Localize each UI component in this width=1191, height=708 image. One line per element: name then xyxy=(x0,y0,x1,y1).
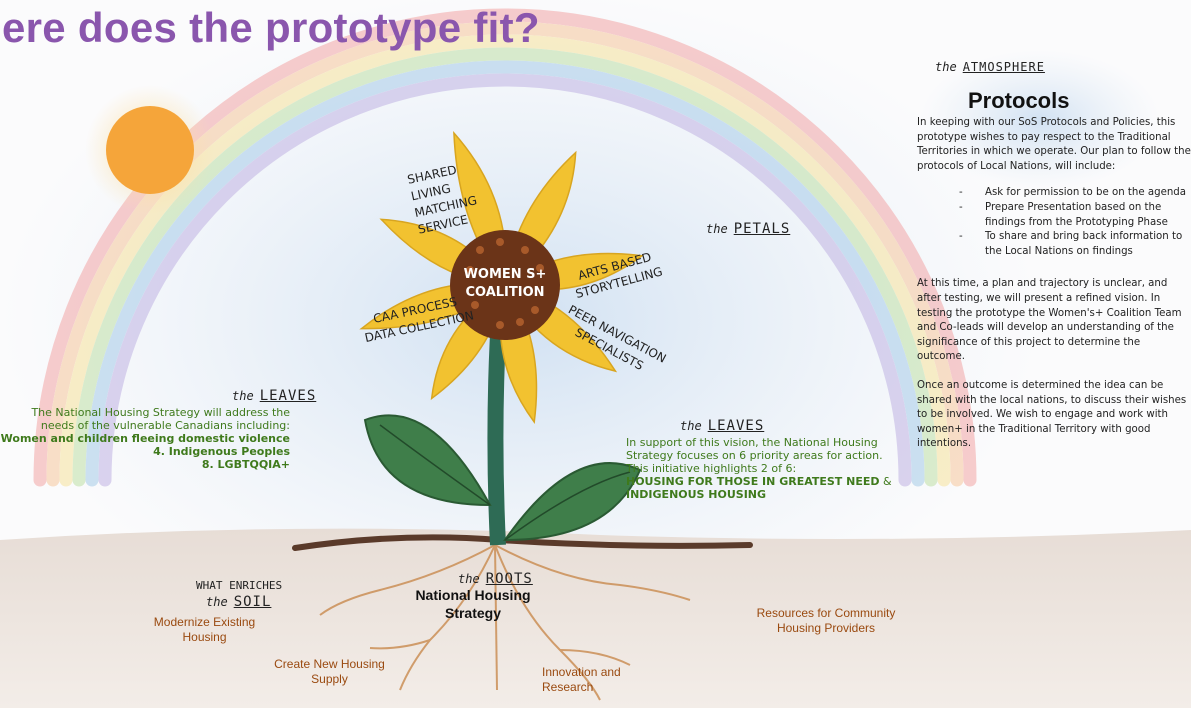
roots-title-line2: Strategy xyxy=(444,605,502,621)
leaves-left-text-block: The National Housing Strategy will addre… xyxy=(0,406,290,471)
soil-heading: WHAT ENRICHES the SOIL xyxy=(196,578,282,611)
leaves-right-heading-text: LEAVES xyxy=(707,418,765,434)
roots-title-line1: National Housing xyxy=(415,587,531,603)
atmosphere-heading-text: ATMOSPHERE xyxy=(962,60,1045,74)
protocols-body: In keeping with our SoS Protocols and Po… xyxy=(917,116,1191,452)
atmosphere-the: the xyxy=(935,60,957,74)
soil-the: the xyxy=(206,595,228,609)
leaves-right-bold1: HOUSING FOR THOSE IN GREATEST NEED xyxy=(626,475,880,488)
leaves-right-bold-line: HOUSING FOR THOSE IN GREATEST NEED & IND… xyxy=(626,475,892,501)
leaves-left-heading: the LEAVES xyxy=(232,385,316,404)
page-title: ere does the prototype fit? xyxy=(2,4,540,51)
soil-what: WHAT ENRICHES xyxy=(196,579,283,592)
roots-heading: the ROOTS xyxy=(458,568,533,587)
leaves-right-heading: the LEAVES xyxy=(680,415,764,434)
plant-leaves xyxy=(363,414,642,542)
leaves-left-bold2: 4. Indigenous Peoples xyxy=(153,445,290,458)
protocols-intro: In keeping with our SoS Protocols and Po… xyxy=(917,117,1191,172)
atmosphere-heading: the ATMOSPHERE xyxy=(935,56,1045,75)
roots-title: National Housing Strategy xyxy=(394,586,552,622)
rainbow xyxy=(33,8,977,487)
leaves-left-text: The National Housing Strategy will addre… xyxy=(31,406,290,432)
soil-heading-text: SOIL xyxy=(233,594,272,610)
center-line2: COALITION xyxy=(465,285,545,300)
protocols-list: Ask for permission to be on the agenda P… xyxy=(917,186,1191,259)
leaves-right-amp: & xyxy=(879,475,892,488)
leaves-right-the: the xyxy=(680,419,702,433)
roots-heading-text: ROOTS xyxy=(485,571,533,587)
seed-dots xyxy=(466,238,544,329)
leaves-left-the: the xyxy=(232,389,254,403)
petal-center-label: WOMEN S+ COALITION xyxy=(455,266,555,302)
leaves-right-text: In support of this vision, the National … xyxy=(626,436,883,475)
soil-item-innovation: Innovation and Research xyxy=(542,665,621,694)
soil-item-create: Create New Housing Supply xyxy=(274,657,385,686)
sun xyxy=(106,106,194,194)
roots xyxy=(319,544,691,701)
sky-wash-right xyxy=(920,50,1160,190)
leaves-left-bold1: Women and children fleeing domestic viol… xyxy=(0,432,290,445)
leaves-right-text-block: In support of this vision, the National … xyxy=(626,436,892,501)
petals-heading: the PETALS xyxy=(706,218,790,237)
protocols-item-1: Ask for permission to be on the agenda xyxy=(917,186,1191,201)
petals-the: the xyxy=(706,222,728,236)
leaves-right-bold2: INDIGENOUS HOUSING xyxy=(626,488,767,501)
soil-item-resources: Resources for Community Housing Provider… xyxy=(756,606,896,635)
ground xyxy=(0,528,1191,708)
soil-item-modernize: Modernize Existing Housing xyxy=(153,615,256,644)
protocols-item-3: To share and bring back information to t… xyxy=(917,230,1191,259)
roots-the: the xyxy=(458,572,480,586)
leaves-left-bold3: 8. LGBTQQIA+ xyxy=(201,458,290,471)
protocols-para2: At this time, a plan and trajectory is u… xyxy=(917,278,1182,363)
soil-the-line: the SOIL xyxy=(196,594,282,611)
leaves-left-heading-text: LEAVES xyxy=(259,388,317,404)
center-line1: WOMEN S+ xyxy=(463,267,547,282)
protocols-para3: Once an outcome is determined the idea c… xyxy=(917,379,1187,450)
protocols-title: Protocols xyxy=(968,88,1070,113)
petals-heading-text: PETALS xyxy=(733,221,791,237)
protocols-item-2: Prepare Presentation based on the findin… xyxy=(917,201,1191,230)
